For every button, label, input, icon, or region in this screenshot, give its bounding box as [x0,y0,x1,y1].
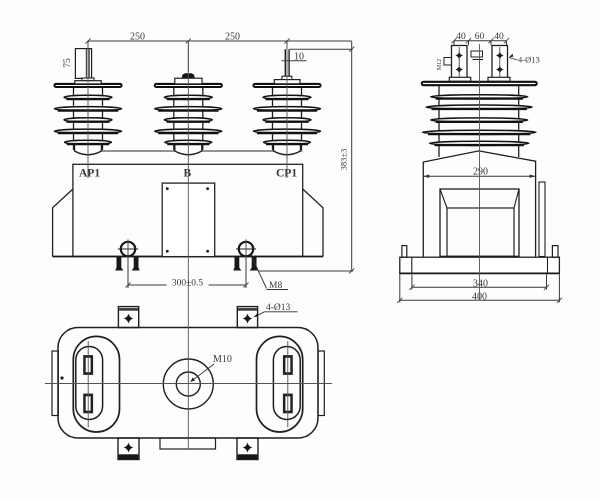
svg-text:M8: M8 [269,281,282,291]
svg-text:40: 40 [456,32,466,42]
svg-text:M10: M10 [213,354,232,365]
svg-text:AP1: AP1 [79,168,100,180]
svg-text:290: 290 [473,167,488,178]
svg-text:4-Ø13: 4-Ø13 [266,303,291,313]
svg-text:250: 250 [225,31,240,42]
svg-text:300±0.5: 300±0.5 [172,279,204,289]
svg-text:383±3: 383±3 [339,149,349,171]
svg-text:M12: M12 [437,59,443,70]
svg-text:10: 10 [294,52,304,63]
svg-text:4-Ø13: 4-Ø13 [518,55,540,65]
svg-text:B: B [184,168,192,180]
svg-text:40: 40 [494,32,504,42]
svg-text:60: 60 [475,32,485,42]
svg-text:340: 340 [473,278,488,289]
svg-text:75: 75 [63,58,73,68]
svg-text:250: 250 [130,31,145,42]
